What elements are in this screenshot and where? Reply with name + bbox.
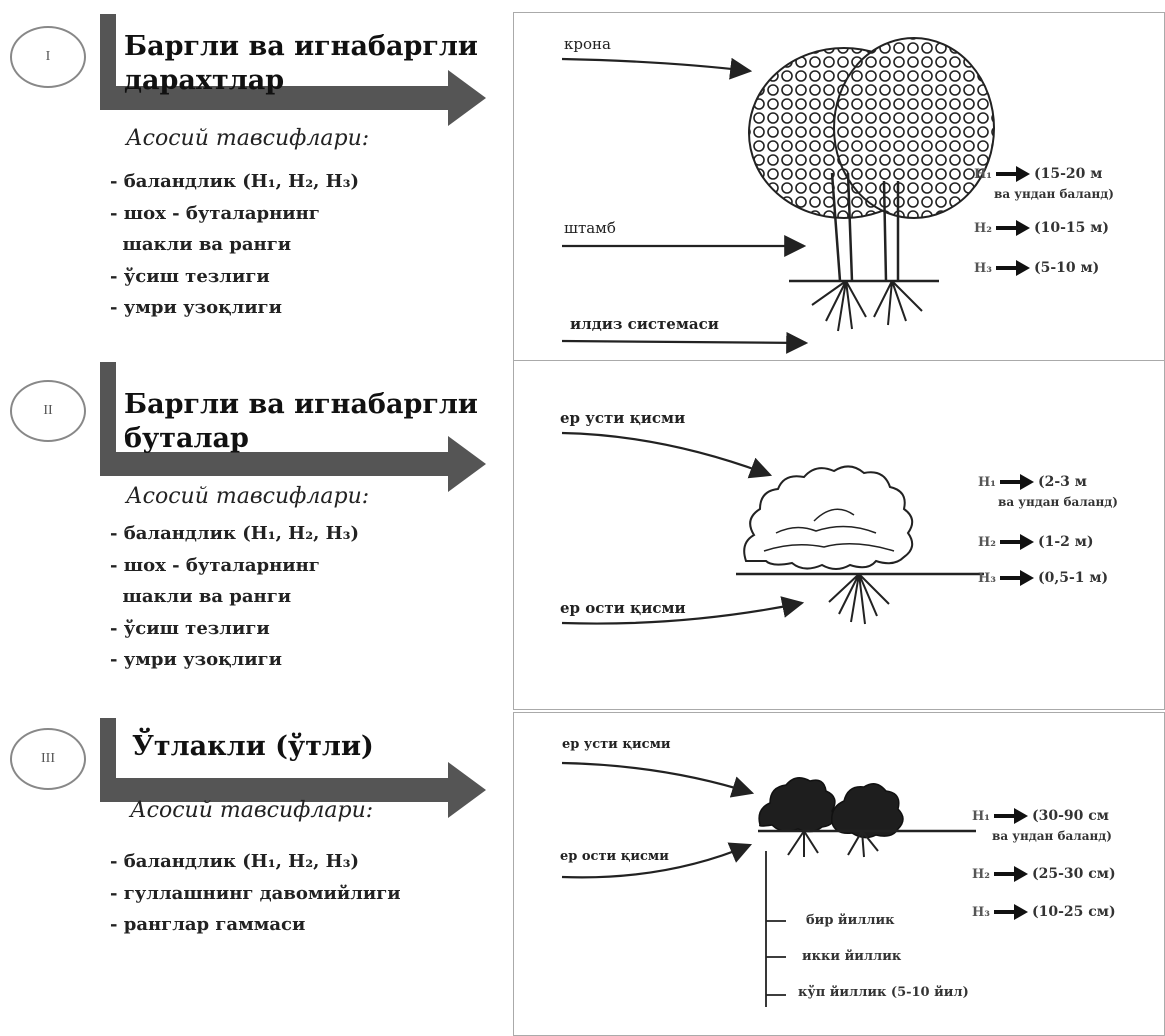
feature-item: - гуллашнинг давомийлиги xyxy=(110,882,401,904)
label-trunk: штамб xyxy=(564,219,616,237)
right-arrow-icon xyxy=(999,570,1034,586)
height-symbol: H₃ xyxy=(972,904,990,920)
herb-roots xyxy=(787,830,879,858)
right-arrow-icon xyxy=(999,474,1034,490)
height-value: (2-3 м xyxy=(1037,474,1087,490)
feature-list-1: - баландлик (H₁, H₂, H₃) - шох - буталарн… xyxy=(110,166,359,324)
herb-illustration xyxy=(561,761,976,1007)
tree-crown-right xyxy=(833,37,995,219)
height-symbol: H₁ xyxy=(978,474,996,490)
feature-item: - умри узоқлиги xyxy=(110,297,282,318)
height-row: H₁ (15-20 м xyxy=(974,165,1102,183)
height-symbol: H₃ xyxy=(974,260,992,276)
height-row: H₁ (30-90 см xyxy=(972,807,1109,825)
height-value: (25-30 см) xyxy=(1031,866,1116,882)
height-symbol: H₂ xyxy=(978,534,996,550)
tree-illustration xyxy=(561,37,995,354)
feature-item: - ўсиш тезлиги xyxy=(110,617,270,639)
herb-foliage-right xyxy=(831,783,904,839)
height-value: (15-20 м xyxy=(1033,166,1103,182)
right-arrow-icon xyxy=(995,220,1030,236)
height-row: H₂ (25-30 см) xyxy=(972,865,1116,883)
section-arrows xyxy=(100,14,486,818)
height-extra: ва ундан баланд) xyxy=(998,495,1118,509)
lifespan-annual: бир йиллик xyxy=(806,913,895,928)
height-symbol: H₁ xyxy=(974,166,992,182)
feature-item: - баландлик (H₁, H₂, H₃) xyxy=(110,171,360,192)
height-symbol: H₂ xyxy=(972,866,990,882)
height-row: H₃ (10-25 см) xyxy=(972,903,1116,921)
label-below-ground: ер ости қисми xyxy=(560,599,686,617)
lifespan-biennial: икки йиллик xyxy=(802,949,902,964)
right-arrow-icon xyxy=(993,866,1028,882)
label-roots: илдиз системаси xyxy=(570,315,719,333)
numeral-badge-1: I xyxy=(10,26,86,88)
label-above-ground: ер усти қисми xyxy=(560,409,686,427)
feature-item: - шох - буталарнинг xyxy=(110,554,320,576)
numeral-badge-3: III xyxy=(10,728,86,790)
height-value: (5-10 м) xyxy=(1033,260,1100,276)
section-arrow-2 xyxy=(100,362,486,492)
height-value: (1-2 м) xyxy=(1037,534,1094,550)
category-subhead-1: Асосий тавсифлари: xyxy=(126,126,370,151)
right-arrow-icon xyxy=(993,904,1028,920)
shrub-roots xyxy=(828,573,890,625)
height-symbol: H₂ xyxy=(974,220,992,236)
feature-item: шакли ва ранги xyxy=(110,234,292,255)
right-arrow-icon xyxy=(993,808,1028,824)
height-value: (0,5-1 м) xyxy=(1037,570,1109,586)
height-extra: ва ундан баланд) xyxy=(994,187,1114,201)
herb-foliage-left xyxy=(758,777,836,833)
feature-list-2: - баландлик (H₁, H₂, H₃) - шох - буталарн… xyxy=(110,518,359,676)
section-arrow-1 xyxy=(100,14,486,126)
tree-roots xyxy=(811,280,923,332)
category-subhead-2: Асосий тавсифлари: xyxy=(126,484,370,509)
height-row: H₁ (2-3 м xyxy=(978,473,1087,491)
height-symbol: H₁ xyxy=(972,808,990,824)
shrub-illustration xyxy=(561,431,984,625)
numeral-badge-2: II xyxy=(10,380,86,442)
panel-shrubs: ер усти қисми ер ости қисми H₁ (2-3 м ва у… xyxy=(513,360,1165,710)
category-subhead-3: Асосий тавсифлари: xyxy=(130,798,374,823)
feature-item: шакли ва ранги xyxy=(110,586,292,607)
feature-list-3: - баландлик (H₁, H₂, H₃) - гуллашнинг дав… xyxy=(110,846,401,941)
height-row: H₃ (0,5-1 м) xyxy=(978,569,1108,587)
height-row: H₃ (5-10 м) xyxy=(974,259,1099,277)
height-symbol: H₃ xyxy=(978,570,996,586)
height-value: (10-25 см) xyxy=(1031,904,1116,920)
feature-item: - умри узоқлиги xyxy=(110,649,282,670)
feature-item: - баландлик (H₁, H₂, H₃) xyxy=(110,523,360,544)
lifespan-bracket xyxy=(765,851,786,1007)
label-below-ground-herbs: ер ости қисми xyxy=(560,849,669,864)
category-title-2: Баргли ва игнабаргли буталар xyxy=(124,389,478,454)
height-extra: ва ундан баланд) xyxy=(992,829,1112,843)
right-arrow-icon xyxy=(995,260,1030,276)
shrub-foliage xyxy=(743,465,914,570)
panel-trees: крона штамб илдиз системаси H₁ (15-20 м ва… xyxy=(513,12,1165,362)
height-value: (10-15 м) xyxy=(1033,220,1110,236)
height-row: H₂ (10-15 м) xyxy=(974,219,1109,237)
label-above-ground-herbs: ер усти қисми xyxy=(562,737,671,752)
feature-item: - ўсиш тезлиги xyxy=(110,265,270,287)
height-row: H₂ (1-2 м) xyxy=(978,533,1094,551)
right-arrow-icon xyxy=(995,166,1030,182)
right-arrow-icon xyxy=(999,534,1034,550)
height-value: (30-90 см xyxy=(1031,808,1109,824)
label-crown: крона xyxy=(564,35,611,53)
feature-item: - баландлик (H₁, H₂, H₃) xyxy=(110,851,360,872)
feature-item: - ранглар гаммаси xyxy=(110,914,306,935)
lifespan-perennial: кўп йиллик (5-10 йил) xyxy=(798,985,969,1000)
panel-herbs: ер усти қисми ер ости қисми бир йиллик и… xyxy=(513,712,1165,1036)
section-arrow-3 xyxy=(100,718,486,818)
category-title-1: Баргли ва игнабаргли дарахтлар xyxy=(124,31,478,96)
tree-trunks xyxy=(830,172,900,282)
category-title-3: Ўтлакли (ўтли) xyxy=(132,731,374,762)
feature-item: - шох - буталарнинг xyxy=(110,202,320,224)
